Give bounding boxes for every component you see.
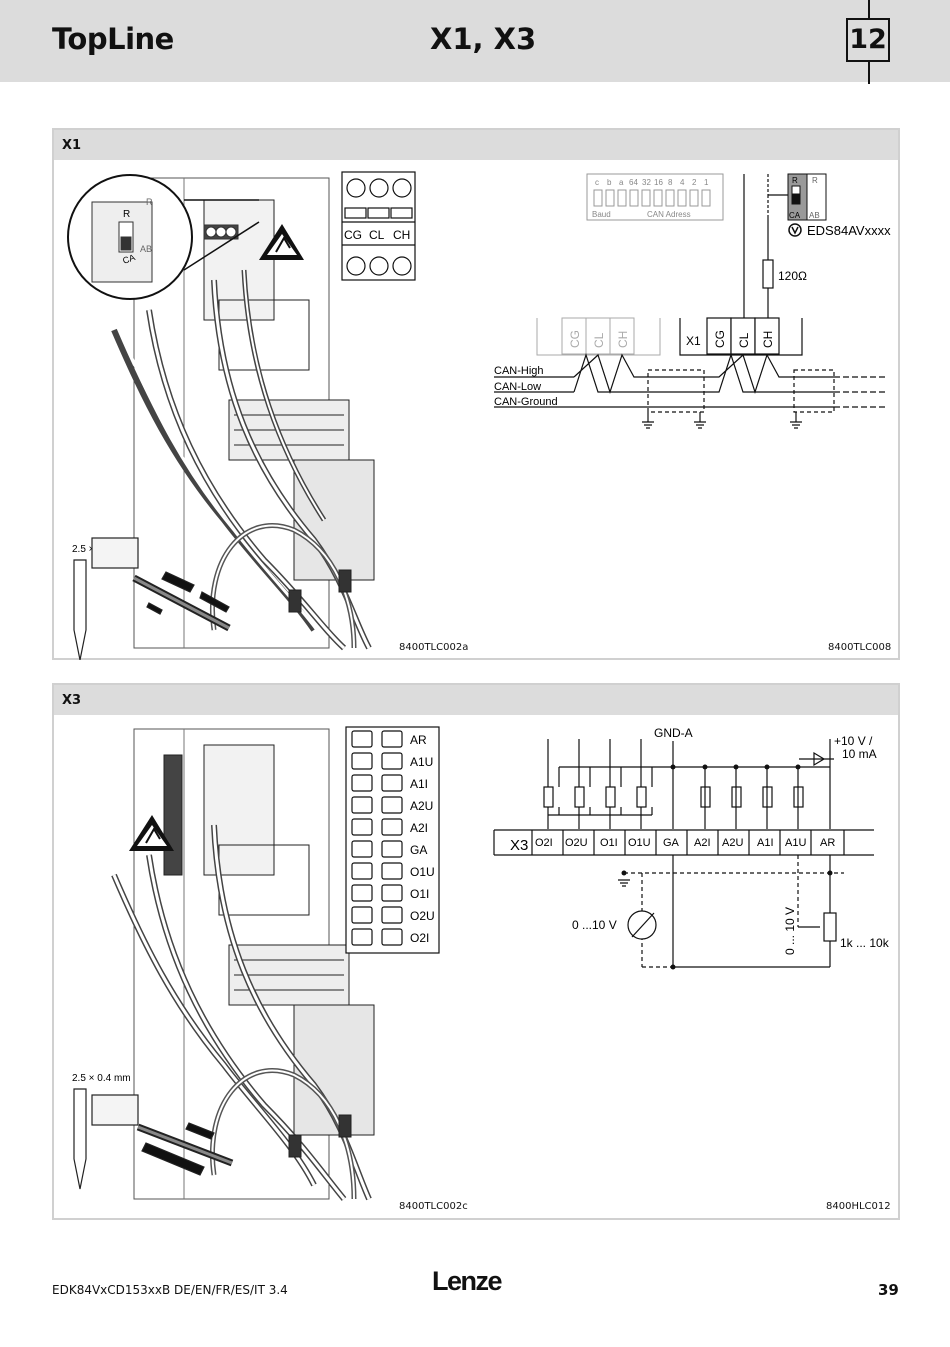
supply-current-label: 10 mA <box>842 747 877 761</box>
terminal-list-label: O2U <box>410 909 435 923</box>
x3-terminal-label: O1U <box>628 837 651 849</box>
terminal-list-label: O1U <box>410 865 435 879</box>
dip-label: 16 <box>654 178 663 187</box>
junction-dots <box>621 764 833 970</box>
esd-warning-icon <box>129 815 174 851</box>
terminal-list-label: O1I <box>410 887 429 901</box>
can-signal-label: CAN-Low <box>494 381 541 393</box>
x3-panel-title: X3 <box>54 685 898 715</box>
x1-connector-label: X1 <box>686 334 701 348</box>
x1-terminal-block <box>341 171 416 281</box>
x1-terminal-label: CH <box>393 228 410 242</box>
dip-label: c <box>595 178 599 187</box>
remote-terminal-label: CL <box>592 332 606 348</box>
esd-warning-icon <box>259 224 304 260</box>
terminal-list-label: A1I <box>410 777 428 791</box>
pot-value-label: 1k ... 10k <box>840 936 890 950</box>
x1-terminal-label: CG <box>344 228 362 242</box>
x1-panel-title: X1 <box>54 130 898 160</box>
x3-terminal-label: A2I <box>694 837 711 849</box>
page-number: 39 <box>878 1281 899 1299</box>
x1-local-terminals <box>679 317 803 356</box>
local-terminal-label: CL <box>737 332 751 348</box>
terminal-list-label: A2U <box>410 799 433 813</box>
product-name: TopLine <box>52 22 174 56</box>
switch-r-label: R <box>792 176 798 185</box>
switch-r-label-ghost: R <box>812 176 818 185</box>
x1-termination-circuit <box>743 174 788 318</box>
local-terminal-label: CH <box>761 331 775 348</box>
chapter-number: 12 <box>846 18 890 62</box>
x3-terminal-label: A1I <box>757 837 774 849</box>
pot-voltage-label: 0 ... 10 V <box>783 907 797 955</box>
x1-termination-switch <box>787 173 827 221</box>
x3-circuit-wiring <box>493 739 874 968</box>
x3-device-illustration <box>111 728 375 1201</box>
x3-terminal-label: O1I <box>600 837 618 849</box>
x3-figure: AR A1U A1I A2U A2I GA O1U O1I O2U O2I 2.… <box>72 726 890 1201</box>
x1-magnifier-r: R <box>123 209 130 220</box>
dip-label: 4 <box>680 178 685 187</box>
gnd-label: GND-A <box>654 726 693 740</box>
x1-device-symbol-icon <box>788 223 802 237</box>
x3-terminal-label: GA <box>663 837 680 849</box>
switch-ca-label: CA <box>789 211 801 220</box>
dip-label: 64 <box>629 178 638 187</box>
page-title: X1, X3 <box>430 22 537 56</box>
x1-figure-ref-right: 8400TLC008 <box>828 642 892 653</box>
terminal-list-label: AR <box>410 733 427 747</box>
remote-terminal-label: CG <box>568 330 582 348</box>
x1-dip-switch <box>586 173 724 221</box>
x3-figure-ref-right: 8400HLC012 <box>826 1201 891 1212</box>
dip-label: 8 <box>668 178 673 187</box>
meter-range-label: 0 ...10 V <box>572 918 617 932</box>
ground-icon <box>642 421 802 429</box>
supply-voltage-label: +10 V / <box>834 734 873 748</box>
x1-remote-terminals <box>536 317 661 356</box>
dip-label: a <box>619 178 624 187</box>
terminal-list-label: A1U <box>410 755 433 769</box>
x1-screwdriver-illustration <box>73 537 231 660</box>
x1-terminal-label: CL <box>369 228 385 242</box>
can-bus-wiring <box>494 353 886 422</box>
document-id: EDK84VxCD153xxB DE/EN/FR/ES/IT 3.4 <box>52 1283 288 1297</box>
dip-label: 2 <box>692 178 697 187</box>
x3-screwdriver-illustration <box>73 1088 234 1190</box>
x1-panel: X1 <box>52 128 900 660</box>
page-header: TopLine X1, X3 <box>0 0 950 82</box>
dip-label: 1 <box>704 178 709 187</box>
dip-can-address-label: CAN Adress <box>647 210 691 219</box>
terminal-list-label: GA <box>410 843 427 857</box>
can-signal-label: CAN-Ground <box>494 396 558 408</box>
dip-label: b <box>607 178 612 187</box>
x1-resistor-value: 120Ω <box>778 269 807 283</box>
dip-baud-label: Baud <box>592 210 611 219</box>
terminal-list-label: O2I <box>410 931 429 945</box>
x1-magnifier-r-ghost: R <box>146 197 153 207</box>
x3-panel: X3 <box>52 683 900 1220</box>
x1-figure-ref-left: 8400TLC002a <box>399 642 469 653</box>
x3-terminal-label: O2U <box>565 837 588 849</box>
x3-terminal-label: AR <box>820 837 835 849</box>
x3-terminal-label: A1U <box>785 837 806 849</box>
x3-figure-ref-left: 8400TLC002c <box>399 1201 468 1212</box>
x1-magnifier-ab: AB <box>140 244 152 254</box>
x3-terminal-list <box>345 726 440 954</box>
can-signal-label: CAN-High <box>494 365 544 377</box>
dip-label: 32 <box>642 178 651 187</box>
x1-device-name: EDS84AVxxxx <box>807 223 891 238</box>
remote-terminal-label: CH <box>616 331 630 348</box>
x1-figure: R R CA AB CG CL CH 2.5 × 0.4 mm <box>67 171 891 660</box>
x3-terminal-label: A2U <box>722 837 743 849</box>
local-terminal-label: CG <box>713 330 727 348</box>
lenze-logo: Lenze <box>432 1266 503 1296</box>
x3-connector-label: X3 <box>510 837 528 854</box>
x1-magnifier-ca: CA <box>121 252 136 266</box>
terminal-list-label: A2I <box>410 821 428 835</box>
x3-terminal-label: O2I <box>535 837 553 849</box>
ground-icon <box>618 879 630 887</box>
switch-ab-label: AB <box>809 211 820 220</box>
x3-tool-size: 2.5 × 0.4 mm <box>72 1073 131 1084</box>
